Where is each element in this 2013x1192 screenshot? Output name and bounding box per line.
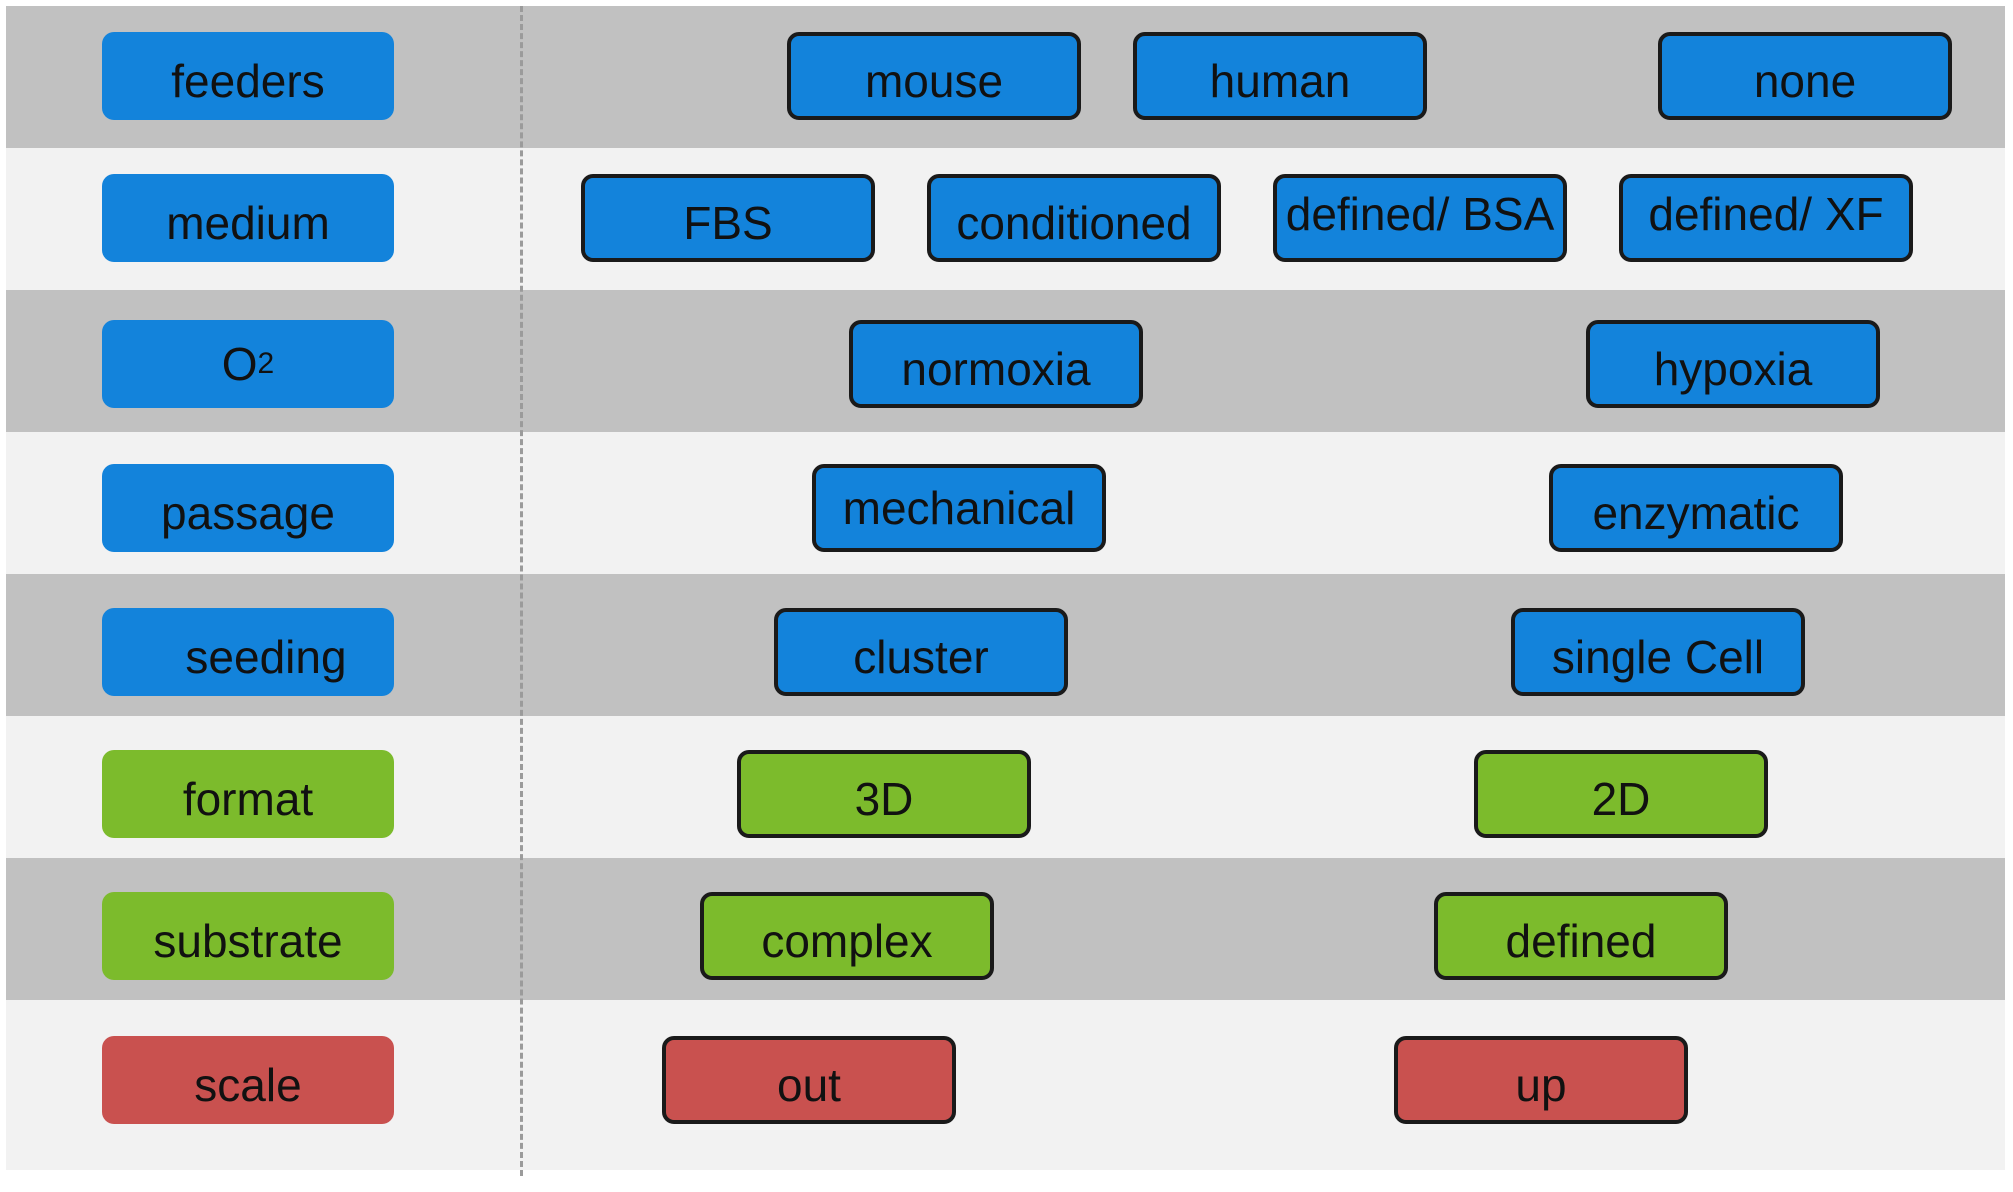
option-mouse: mouse	[787, 32, 1081, 120]
row-label-substrate: substrate	[102, 892, 394, 980]
option-none: none	[1658, 32, 1952, 120]
option-up: up	[1394, 1036, 1688, 1124]
option-2d: 2D	[1474, 750, 1768, 838]
row-feeders: feeders mouse human none	[6, 6, 2005, 148]
option-defined-xf: defined/ XF	[1619, 174, 1913, 262]
option-cluster: cluster	[774, 608, 1068, 696]
option-normoxia: normoxia	[849, 320, 1143, 408]
row-label-format: format	[102, 750, 394, 838]
row-label-medium: medium	[102, 174, 394, 262]
row-medium: medium FBS conditioned defined/ BSA defi…	[6, 148, 2005, 290]
oxygen-label-base: O	[221, 338, 258, 390]
row-label-scale: scale	[102, 1036, 394, 1124]
row-scale: scale out up	[6, 1000, 2005, 1170]
row-substrate: substrate complex defined	[6, 858, 2005, 1000]
row-seeding: seeding cluster single Cell	[6, 574, 2005, 716]
option-defined: defined	[1434, 892, 1728, 980]
option-defined-bsa: defined/ BSA	[1273, 174, 1567, 262]
row-format: format 3D 2D	[6, 716, 2005, 858]
row-label-feeders: feeders	[102, 32, 394, 120]
option-mechanical: mechanical	[812, 464, 1106, 552]
option-fbs: FBS	[581, 174, 875, 262]
protocol-options-diagram: feeders mouse human none medium FBS cond…	[6, 6, 2005, 1176]
row-label-seeding: seeding	[102, 608, 394, 696]
option-complex: complex	[700, 892, 994, 980]
option-hypoxia: hypoxia	[1586, 320, 1880, 408]
option-enzymatic: enzymatic	[1549, 464, 1843, 552]
column-divider	[520, 6, 523, 1176]
option-3d: 3D	[737, 750, 1031, 838]
option-out: out	[662, 1036, 956, 1124]
row-label-passage: passage	[102, 464, 394, 552]
option-human: human	[1133, 32, 1427, 120]
row-passage: passage mechanical enzymatic	[6, 432, 2005, 574]
option-single-cell: single Cell	[1511, 608, 1805, 696]
option-conditioned: conditioned	[927, 174, 1221, 262]
